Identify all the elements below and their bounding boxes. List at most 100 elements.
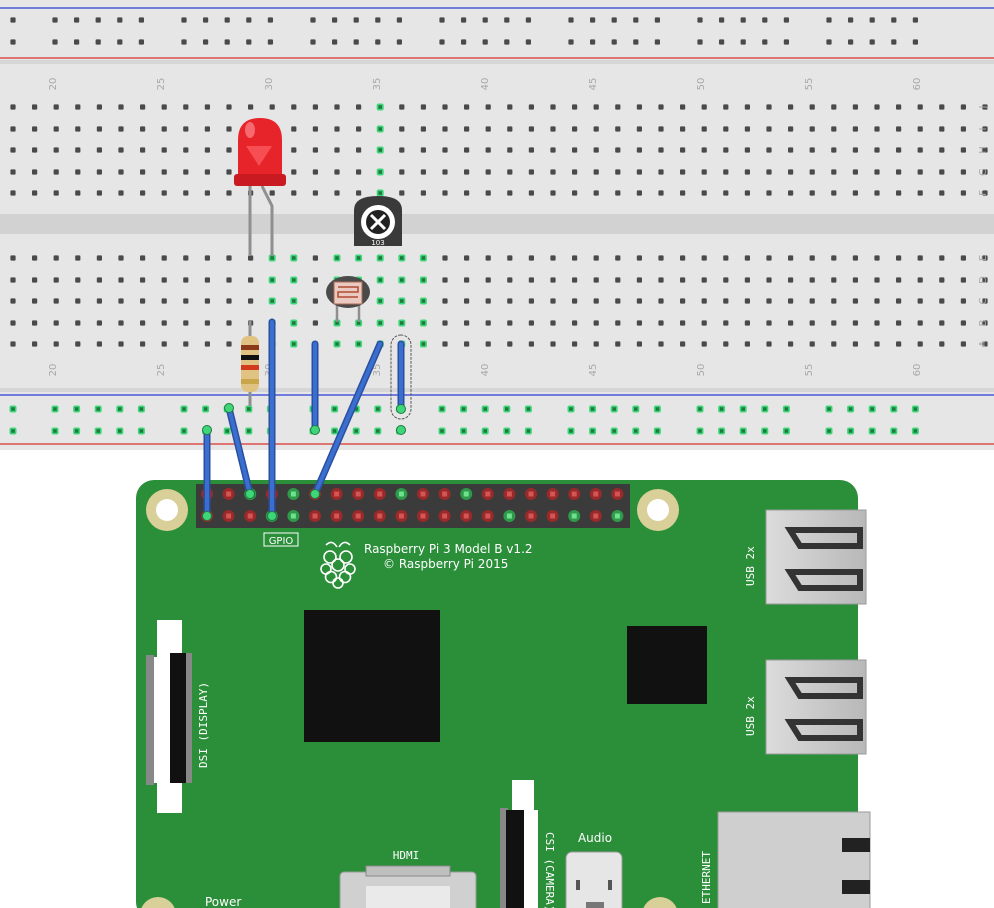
hole [161,255,167,261]
dsi-connector [146,620,192,813]
hole [572,277,578,283]
hole [396,17,402,23]
gpio-label-box [263,532,299,547]
hole [420,147,426,153]
hole [680,169,686,175]
hole [32,320,38,326]
hole [852,341,858,347]
hole [528,277,534,283]
hole [75,298,81,304]
row-label: E [978,255,989,261]
hole [461,39,467,45]
hole [852,126,858,132]
row-label: I [978,128,989,131]
hole [204,147,210,153]
hole [118,190,124,196]
wire-end [396,425,406,435]
hole [507,190,513,196]
hole [140,169,146,175]
hole [572,169,578,175]
hole [312,147,318,153]
hole [658,341,664,347]
hole [334,190,340,196]
hole [442,104,448,110]
hole [291,104,297,110]
hole [636,255,642,261]
hole [636,320,642,326]
hole [485,147,491,153]
hole [809,147,815,153]
hole [183,104,189,110]
hole [312,190,318,196]
ethernet-label: ETHERNET [700,851,713,904]
hole [52,17,58,23]
hole [356,126,362,132]
hole [852,190,858,196]
hole [485,104,491,110]
hole [658,147,664,153]
hole [183,277,189,283]
hole [831,169,837,175]
hole [246,39,252,45]
hole [118,320,124,326]
hole [766,147,772,153]
hole [75,147,81,153]
hole [183,298,189,304]
column-label: 20 [48,364,59,377]
hole [204,298,210,304]
hole [658,126,664,132]
hole [10,17,16,23]
hole [615,147,621,153]
hole [809,190,815,196]
hole [658,298,664,304]
hole [442,190,448,196]
hole [896,190,902,196]
hole [636,277,642,283]
hole [744,104,750,110]
hole [697,17,703,23]
hole [960,255,966,261]
hole [917,298,923,304]
hole [615,320,621,326]
hole [10,255,16,261]
hole [96,147,102,153]
hole [680,126,686,132]
hole [161,147,167,153]
hole [831,147,837,153]
hole [183,126,189,132]
hole [766,104,772,110]
hole [809,298,815,304]
hole [723,277,729,283]
hole [550,298,556,304]
wire-end [310,489,320,499]
hole [528,320,534,326]
hole [75,104,81,110]
hole [939,341,945,347]
hole [701,190,707,196]
breadboard-holes [10,17,988,347]
hole [332,17,338,23]
hole [744,298,750,304]
hole [312,320,318,326]
hole [809,126,815,132]
raspberry-pi-board: GPIO Raspberry Pi 3 Model B v1.2 © Raspb… [136,480,871,908]
hole [226,104,232,110]
hole [334,126,340,132]
hole [420,190,426,196]
hole [912,39,918,45]
wire-end [202,511,212,521]
hole [32,255,38,261]
hole [788,341,794,347]
hole [593,277,599,283]
hole [332,39,338,45]
hole [528,147,534,153]
hole [982,320,988,326]
hole [10,169,16,175]
hole [334,104,340,110]
hole [869,17,875,23]
hole [701,298,707,304]
hole [917,255,923,261]
resistor [241,320,259,406]
hole [96,298,102,304]
